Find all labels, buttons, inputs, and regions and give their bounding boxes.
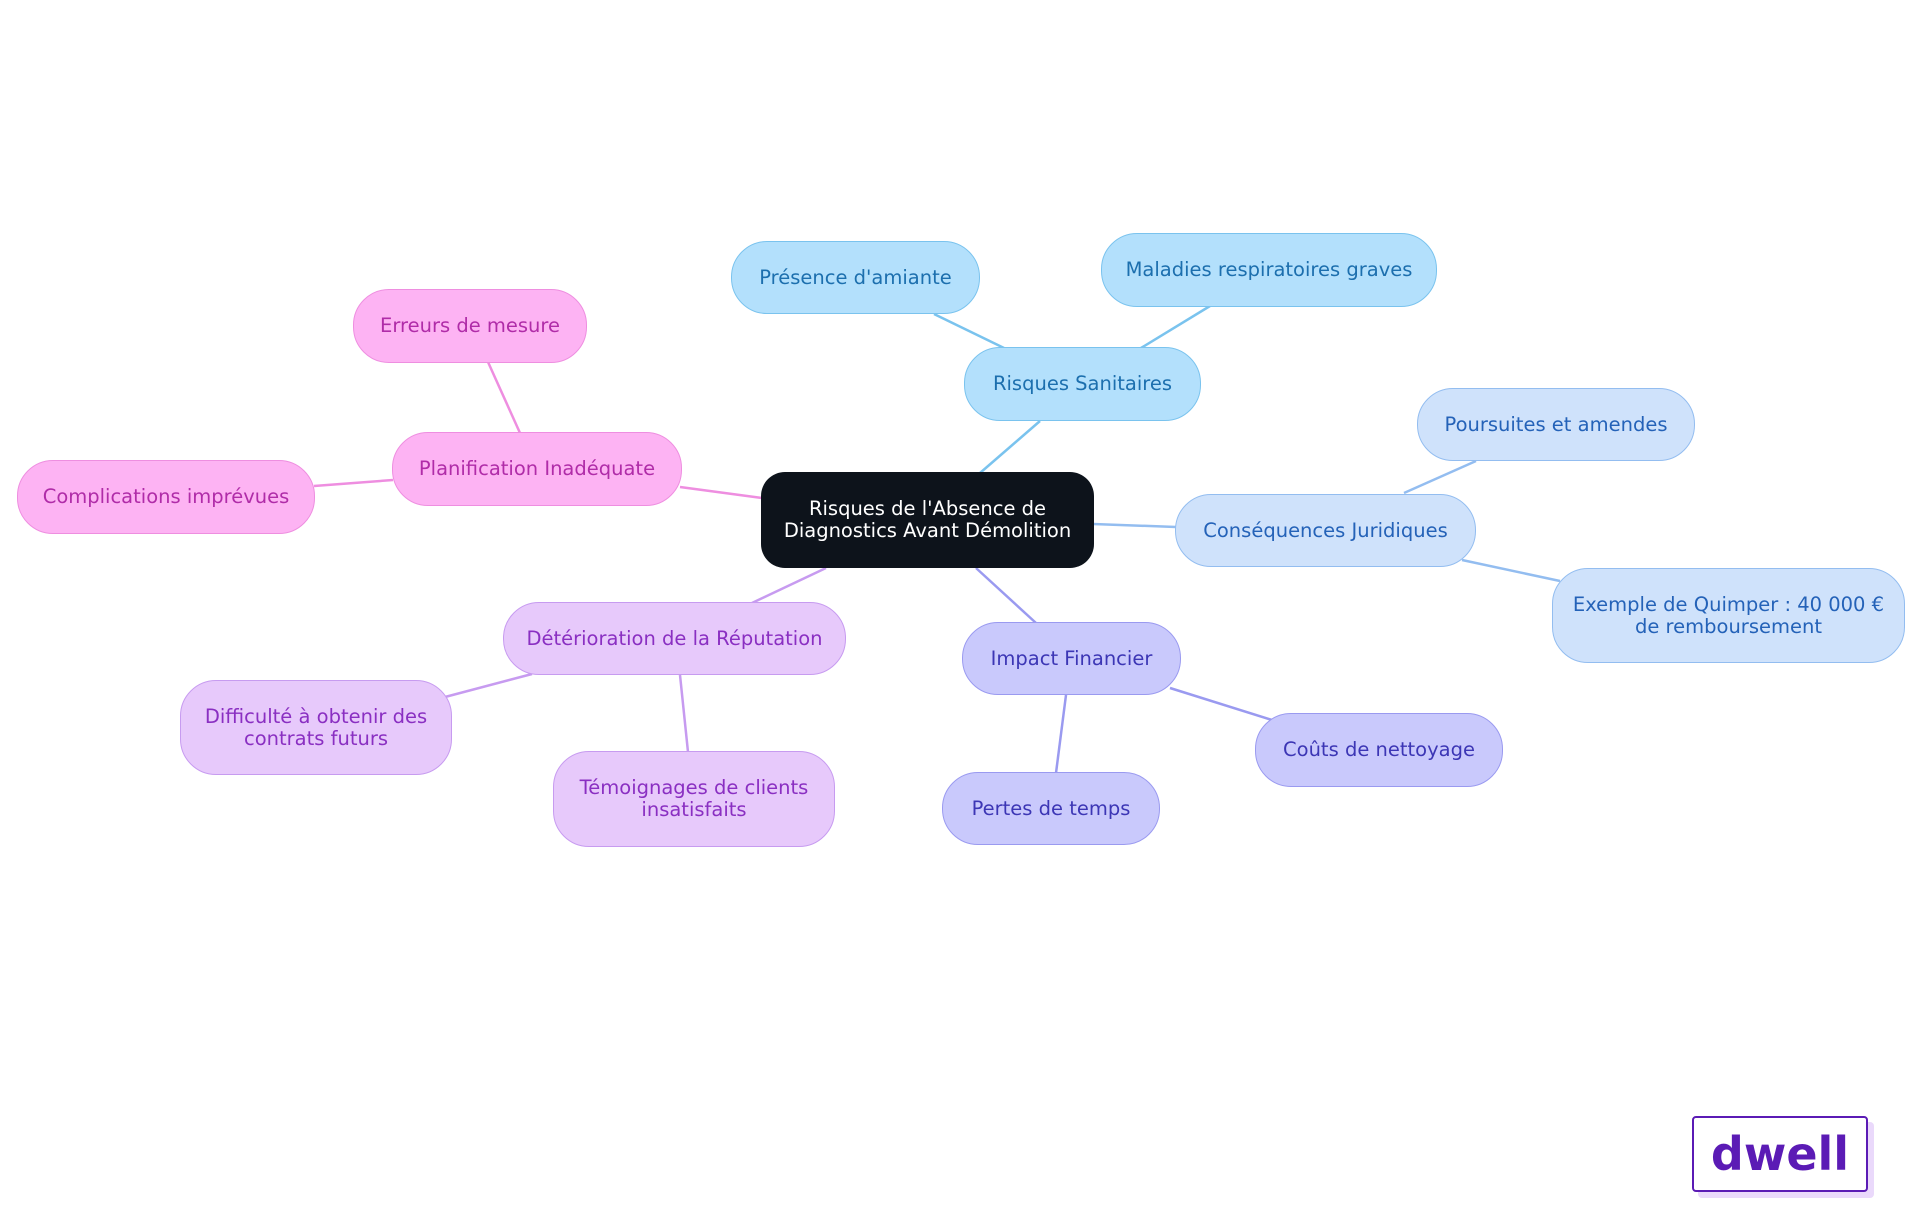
leaf-node-time-losses[interactable]: Pertes de temps — [942, 772, 1160, 845]
edge-financial-time — [1054, 694, 1068, 774]
edge-root-reputation — [751, 566, 827, 605]
branch-node-financial-impact[interactable]: Impact Financier — [962, 622, 1181, 695]
dwell-logo: dwell — [1692, 1116, 1868, 1192]
root-node[interactable]: Risques de l'Absence de Diagnostics Avan… — [761, 472, 1094, 568]
edge-health-respiratory — [1140, 304, 1211, 350]
branch-node-health-risks[interactable]: Risques Sanitaires — [964, 347, 1201, 421]
leaf-node-asbestos[interactable]: Présence d'amiante — [731, 241, 980, 314]
edge-root-legal — [1092, 522, 1177, 529]
edge-root-planning — [679, 485, 763, 500]
logo-text: dwell — [1710, 1127, 1850, 1181]
leaf-node-respiratory-diseases[interactable]: Maladies respiratoires graves — [1101, 233, 1437, 307]
branch-node-legal-consequences[interactable]: Conséquences Juridiques — [1175, 494, 1476, 567]
leaf-node-lawsuits-fines[interactable]: Poursuites et amendes — [1417, 388, 1695, 461]
leaf-node-cleaning-costs[interactable]: Coûts de nettoyage — [1255, 713, 1503, 787]
branch-node-reputation-damage[interactable]: Détérioration de la Réputation — [503, 602, 846, 675]
edge-planning-errors — [486, 361, 522, 434]
leaf-node-quimper-example[interactable]: Exemple de Quimper : 40 000 € de rembour… — [1552, 568, 1905, 663]
edge-reputation-testimonials — [678, 674, 690, 753]
leaf-node-unforeseen-complications[interactable]: Complications imprévues — [17, 460, 315, 534]
edge-financial-cleaning — [1169, 686, 1273, 722]
edge-health-asbestos — [933, 312, 1005, 350]
edge-reputation-contracts — [444, 672, 533, 699]
leaf-node-future-contracts[interactable]: Difficulté à obtenir des contrats futurs — [180, 680, 452, 775]
edge-legal-lawsuits — [1403, 459, 1477, 495]
edge-planning-complications — [313, 478, 394, 488]
edge-root-health — [979, 420, 1041, 474]
leaf-node-client-testimonials[interactable]: Témoignages de clients insatisfaits — [553, 751, 835, 847]
leaf-node-measurement-errors[interactable]: Erreurs de mesure — [353, 289, 587, 363]
edge-legal-quimper — [1461, 558, 1561, 583]
branch-node-inadequate-planning[interactable]: Planification Inadéquate — [392, 432, 682, 506]
edge-root-financial — [975, 567, 1037, 624]
